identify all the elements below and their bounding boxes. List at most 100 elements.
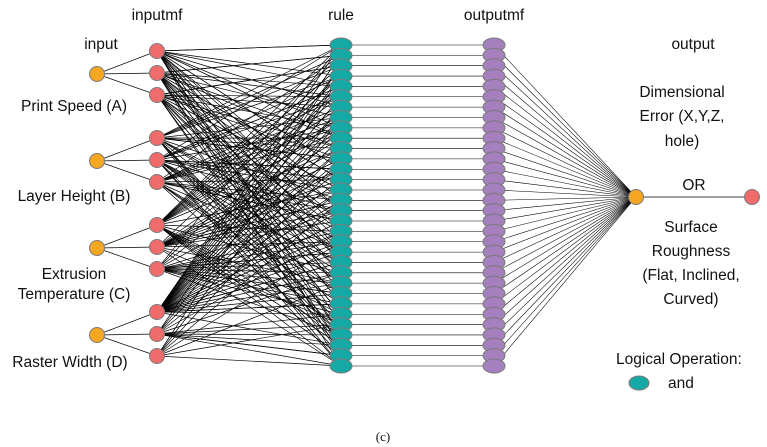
edge-mf-rule	[156, 72, 342, 211]
edge-mf-rule	[156, 117, 342, 226]
edge-outputmf-output	[493, 196, 637, 253]
edge-input-mf	[96, 72, 158, 75]
edge-mf-rule	[156, 94, 342, 191]
inputmf-node	[149, 65, 165, 81]
edge-mf-rule	[156, 148, 342, 335]
edge-mf-rule	[156, 181, 342, 305]
edge-mf-rule	[156, 179, 342, 183]
edge-mf-rule	[156, 148, 342, 226]
edge-outputmf-output	[493, 196, 637, 356]
legend-title: Logical Operation:	[616, 351, 742, 368]
edge-mf-rule	[156, 246, 342, 367]
edge-input-mf	[96, 224, 158, 249]
edge-outputmf-output	[493, 86, 637, 198]
edge-mf-rule	[156, 75, 342, 139]
inputmf-node	[149, 152, 165, 168]
edge-mf-rule	[156, 231, 342, 313]
edge-outputmf-output	[493, 196, 637, 325]
edge-outputmf-output	[493, 196, 637, 211]
input-label-extrusion-line2: Temperature (C)	[18, 286, 131, 303]
edge-mf-rule	[156, 137, 342, 149]
edge-outputmf-output	[493, 179, 637, 198]
edge-mf-rule	[156, 181, 342, 315]
edge-mf-rule	[156, 333, 342, 367]
edge-mf-rule	[156, 210, 342, 270]
edge-mf-rule	[156, 117, 342, 357]
edge-mf-rule	[156, 50, 342, 201]
edge-input-mf	[96, 137, 158, 162]
edge-outputmf-output	[493, 196, 637, 315]
edge-mf-rule	[156, 44, 342, 161]
header-inputmf: inputmf	[132, 7, 184, 24]
edge-mf-rule	[156, 72, 342, 263]
output-text-curved: Curved)	[663, 291, 718, 308]
edge-mf-rule	[156, 75, 342, 161]
edge-mf-rule	[156, 65, 342, 335]
edge-mf-rule	[156, 189, 342, 313]
input-label-extrusion-line1: Extrusion	[42, 266, 107, 283]
input-label-raster-width: Raster Width (D)	[12, 354, 127, 371]
edge-mf-rule	[156, 200, 342, 357]
input-node	[89, 66, 105, 82]
output-text-roughness: Roughness	[652, 243, 731, 260]
edge-mf-rule	[156, 94, 342, 98]
header-rule: rule	[328, 7, 354, 24]
edge-mf-rule	[156, 159, 342, 180]
edge-outputmf-output	[493, 196, 637, 305]
edge-mf-rule	[156, 86, 342, 270]
edge-input-mf	[96, 247, 158, 270]
edge-outputmf-output	[493, 196, 637, 263]
edge-mf-rule	[156, 65, 342, 226]
edge-mf-rule	[156, 159, 342, 191]
edge-mf-rule	[156, 158, 342, 357]
inputmf-node	[149, 130, 165, 146]
edge-mf-rule	[156, 148, 342, 248]
edge-outputmf-output	[493, 196, 637, 284]
edge-mf-rule	[156, 94, 342, 284]
header-outputmf: outputmf	[464, 7, 525, 24]
input-node	[89, 153, 105, 169]
edge-outputmf-output	[493, 96, 637, 198]
edge-input-mf	[96, 333, 158, 336]
inputmf-node	[149, 43, 165, 59]
edge-mf-rule	[156, 159, 342, 336]
edge-mf-rule	[156, 262, 342, 270]
edge-outputmf-output	[493, 117, 637, 198]
edge-mf-rule	[156, 50, 342, 129]
edge-mf-rule	[156, 324, 342, 335]
edge-mf-rule	[156, 159, 342, 253]
edge-mf-rule	[156, 72, 342, 139]
edge-mf-rule	[156, 181, 342, 263]
edge-mf-rule	[156, 333, 342, 356]
input-node	[89, 327, 105, 343]
edge-mf-rule	[156, 94, 342, 108]
legend-and-swatch	[628, 375, 650, 391]
edge-mf-rule	[156, 158, 342, 248]
edge-mf-rule	[156, 303, 342, 313]
edge-mf-rule	[156, 106, 342, 226]
edge-mf-rule	[156, 94, 342, 232]
edge-mf-rule	[156, 50, 342, 139]
inputmf-node	[149, 174, 165, 190]
edge-mf-rule	[156, 137, 342, 160]
edge-mf-rule	[156, 50, 342, 336]
edge-mf-rule	[156, 241, 342, 248]
edge-mf-rule	[156, 268, 342, 336]
edge-outputmf-output	[493, 106, 637, 198]
edge-mf-rule	[156, 189, 342, 335]
edge-mf-rule	[156, 181, 342, 294]
legend-item-and: and	[668, 375, 694, 392]
edge-mf-rule	[156, 224, 342, 325]
edge-outputmf-output	[493, 196, 637, 222]
edge-mf-rule	[156, 220, 342, 248]
edge-mf-rule	[156, 75, 342, 357]
edge-mf-rule	[156, 159, 342, 284]
edge-outputmf-output	[493, 168, 637, 198]
edge-mf-rule	[156, 241, 342, 357]
edge-mf-rule	[156, 127, 342, 270]
edge-mf-rule	[156, 224, 342, 315]
edge-mf-rule	[156, 137, 342, 284]
edge-mf-rule	[156, 72, 342, 98]
edge-mf-rule	[156, 65, 342, 96]
